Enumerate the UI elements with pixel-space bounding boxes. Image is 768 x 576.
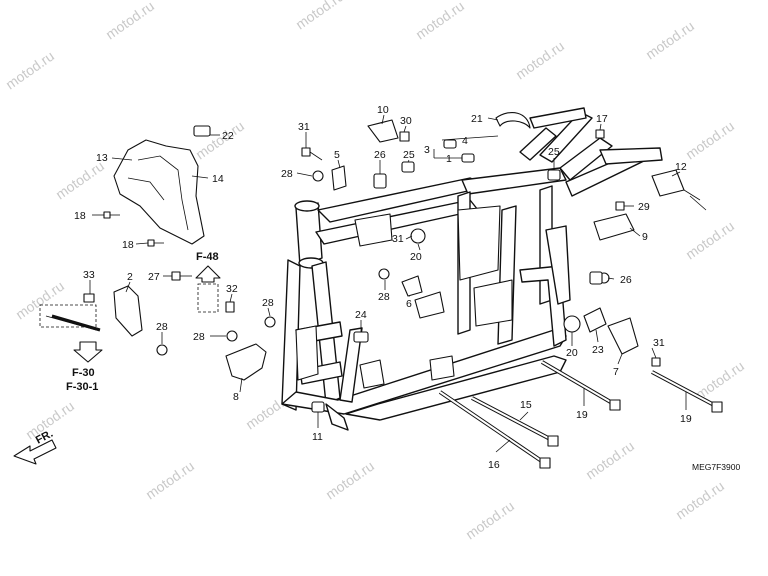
- bolt-part: [595, 129, 605, 139]
- callout-3: 3: [424, 144, 430, 156]
- callout-7: 7: [613, 366, 619, 378]
- bracket-part: [593, 213, 635, 241]
- bolt-part: [83, 293, 168, 356]
- main-frame: [281, 107, 663, 431]
- reference-f48: F-48: [196, 251, 219, 263]
- bolt-part: [225, 301, 235, 313]
- callout-25: 25: [548, 146, 560, 158]
- bracket-part: [331, 165, 347, 191]
- clamp-part: [495, 112, 531, 129]
- callout-12: 12: [675, 161, 687, 173]
- clip-part: [401, 161, 561, 181]
- watermark: motod.ru: [683, 118, 737, 163]
- watermark: motod.ru: [683, 218, 737, 263]
- callout-8: 8: [233, 391, 239, 403]
- callout-19: 19: [576, 409, 588, 421]
- callout-11: 11: [312, 431, 323, 443]
- callout-28: 28: [262, 297, 274, 309]
- callout-15: 15: [520, 399, 532, 411]
- bracket-part: [225, 343, 267, 381]
- callout-labels: 13 14 22 18 18 33 2 28 27 32 28 28 8 31 …: [74, 104, 692, 471]
- watermark: motod.ru: [463, 498, 517, 543]
- reference-f30: F-30: [72, 367, 95, 379]
- callout-6: 6: [406, 298, 412, 310]
- diagram-code: MEG7F3900: [692, 462, 740, 472]
- callout-17: 17: [596, 113, 608, 125]
- rubber-part: [193, 125, 211, 137]
- callout-27: 27: [148, 271, 160, 283]
- callout-31: 31: [392, 233, 404, 245]
- watermark: motod.ru: [583, 438, 637, 483]
- callout-20: 20: [566, 347, 578, 359]
- callout-1: 1: [446, 153, 452, 165]
- clip-part: [373, 173, 603, 285]
- bracket-part: [113, 285, 143, 337]
- callout-19: 19: [680, 413, 692, 425]
- watermark: motod.ru: [193, 118, 247, 163]
- long-bolt-part: [51, 314, 723, 469]
- watermark: motod.ru: [103, 0, 157, 42]
- callout-21: 21: [471, 113, 483, 125]
- callout-33: 33: [83, 269, 95, 281]
- watermark: motod.ru: [323, 458, 377, 503]
- callout-23: 23: [592, 344, 604, 356]
- callout-18: 18: [122, 239, 134, 251]
- plate-part: [607, 317, 639, 355]
- watermark: motod.ru: [53, 158, 107, 203]
- callout-13: 13: [96, 152, 108, 164]
- side-cover-part: [113, 139, 205, 245]
- callout-31: 31: [298, 121, 310, 133]
- callout-20: 20: [410, 251, 422, 263]
- bracket-part: [367, 119, 399, 143]
- watermark: motod.ru: [513, 38, 567, 83]
- bracket-part: [401, 275, 423, 297]
- collar-part: [311, 401, 325, 413]
- leader-lines: [89, 114, 687, 453]
- callout-28: 28: [193, 331, 205, 343]
- reference-f30-1: F-30-1: [66, 381, 98, 393]
- callout-32: 32: [226, 283, 238, 295]
- callout-22: 22: [222, 130, 234, 142]
- callout-5: 5: [334, 149, 340, 161]
- callout-29: 29: [638, 201, 650, 213]
- watermark: motod.ru: [643, 18, 697, 63]
- bracket-part: [583, 307, 607, 333]
- bolt-part: [615, 201, 625, 211]
- watermark: motod.ru: [3, 48, 57, 93]
- bolt-part: [171, 271, 192, 281]
- rubber-part: [410, 228, 581, 333]
- callout-24: 24: [355, 309, 367, 321]
- callout-16: 16: [488, 459, 500, 471]
- callout-9: 9: [642, 231, 648, 243]
- reference-labels: F-48 F-30 F-30-1: [66, 251, 219, 393]
- watermark: motod.ru: [143, 458, 197, 503]
- callout-18: 18: [74, 210, 86, 222]
- callout-28: 28: [378, 291, 390, 303]
- front-direction-arrow: FR.: [13, 428, 57, 465]
- callout-30: 30: [400, 115, 412, 127]
- callout-14: 14: [212, 173, 224, 185]
- callout-28: 28: [281, 168, 293, 180]
- callout-4: 4: [462, 135, 468, 147]
- callout-2: 2: [127, 271, 133, 283]
- callout-25: 25: [403, 149, 415, 161]
- callout-10: 10: [377, 104, 389, 116]
- steering-lock-part: [651, 169, 707, 211]
- watermark: motod.ru: [413, 0, 467, 42]
- callout-26: 26: [620, 274, 632, 286]
- watermark: motod.ru: [673, 478, 727, 523]
- watermark-layer: motod.ru motod.ru motod.ru motod.ru moto…: [3, 0, 747, 542]
- callout-26: 26: [374, 149, 386, 161]
- callout-31: 31: [653, 337, 665, 349]
- nut-part: [226, 170, 610, 342]
- collar-part: [353, 331, 369, 343]
- reference-arrow-f30: [39, 304, 103, 363]
- watermark: motod.ru: [293, 0, 347, 32]
- reference-arrow-f48: [195, 265, 221, 313]
- callout-28: 28: [156, 321, 168, 333]
